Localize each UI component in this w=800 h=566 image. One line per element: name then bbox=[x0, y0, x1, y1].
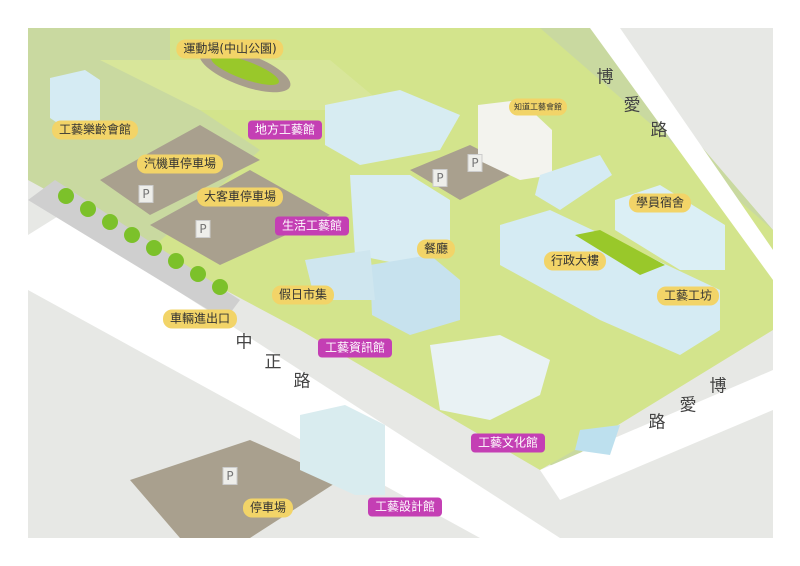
road-boai-south-char: 博 bbox=[709, 376, 727, 397]
road-zhongzheng-char: 正 bbox=[264, 352, 282, 373]
label-admin-building[interactable]: 行政大樓 bbox=[543, 251, 607, 271]
info-hall-building bbox=[370, 255, 460, 335]
dorm-annex bbox=[535, 155, 612, 210]
label-craft-culture-hall[interactable]: 工藝文化館 bbox=[470, 433, 546, 453]
parking-sign-icon: P bbox=[195, 220, 211, 238]
road-boai-south-char: 路 bbox=[648, 412, 666, 433]
admin-building bbox=[500, 210, 720, 355]
tree-row bbox=[58, 188, 228, 295]
label-local-craft-hall[interactable]: 地方工藝館 bbox=[247, 120, 323, 140]
road-boai-south-char: 愛 bbox=[679, 395, 697, 416]
parking-sign-icon: P bbox=[222, 467, 238, 485]
parking-sign-icon: P bbox=[138, 185, 154, 203]
label-knowledge-hall[interactable]: 知道工藝會館 bbox=[509, 98, 567, 116]
label-bus-parking[interactable]: 大客車停車場 bbox=[196, 187, 284, 207]
label-craft-workshop[interactable]: 工藝工坊 bbox=[656, 286, 720, 306]
label-stadium[interactable]: 運動場(中山公園) bbox=[176, 39, 284, 59]
label-holiday-market[interactable]: 假日市集 bbox=[271, 285, 335, 305]
parking-sign-icon: P bbox=[467, 154, 483, 172]
label-craft-design-hall[interactable]: 工藝設計館 bbox=[367, 497, 443, 517]
footbridge bbox=[575, 425, 620, 455]
local-craft-building bbox=[325, 90, 460, 165]
road-boai-north-char: 路 bbox=[650, 120, 668, 141]
parking-sign-icon: P bbox=[432, 169, 448, 187]
label-restaurant[interactable]: 餐廳 bbox=[416, 239, 456, 259]
culture-hall-building bbox=[430, 335, 550, 420]
road-boai-north-char: 愛 bbox=[623, 95, 641, 116]
field bbox=[211, 55, 279, 85]
senior-hall-building bbox=[50, 70, 100, 128]
boai-road-north bbox=[590, 28, 773, 280]
label-senior-hall[interactable]: 工藝樂齡會館 bbox=[51, 120, 139, 140]
road-boai-north-char: 博 bbox=[596, 67, 614, 88]
label-vehicle-entrance[interactable]: 車輛進出口 bbox=[162, 309, 238, 329]
label-craft-info-hall[interactable]: 工藝資訊館 bbox=[317, 338, 393, 358]
label-living-craft-hall[interactable]: 生活工藝館 bbox=[274, 216, 350, 236]
bus-parking-lot bbox=[150, 170, 330, 265]
label-scooter-parking[interactable]: 汽機車停車場 bbox=[136, 154, 224, 174]
knowledge-hall-building bbox=[478, 100, 552, 180]
road-zhongzheng-char: 路 bbox=[293, 371, 311, 392]
service-road bbox=[28, 180, 240, 320]
design-hall-building bbox=[300, 405, 385, 495]
label-dormitory[interactable]: 學員宿舍 bbox=[628, 193, 692, 213]
label-parking[interactable]: 停車場 bbox=[242, 498, 294, 518]
boai-road-south bbox=[540, 370, 773, 500]
road-zhongzheng-char: 中 bbox=[235, 332, 253, 353]
zhongzheng-road bbox=[28, 215, 560, 538]
lawn bbox=[575, 230, 665, 275]
